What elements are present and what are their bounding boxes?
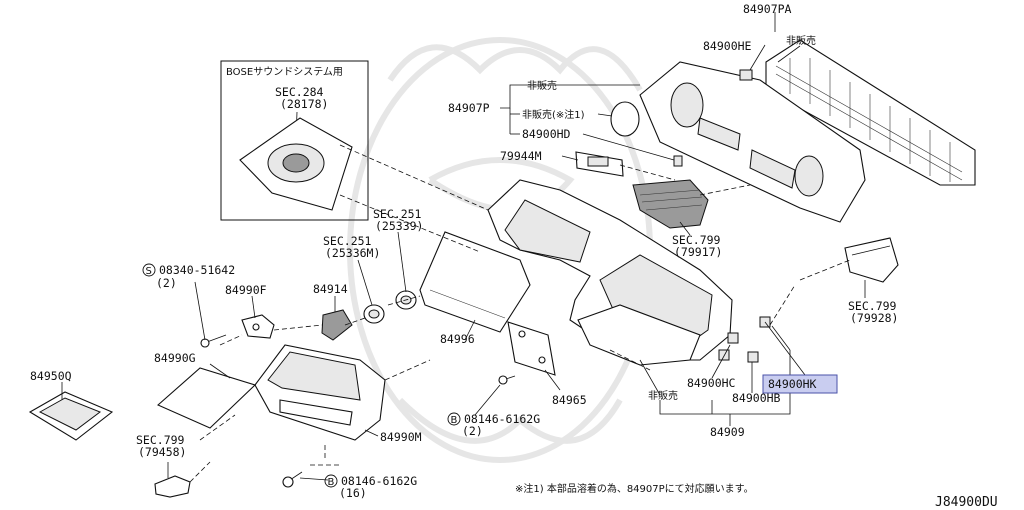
label-bolt-1-qty: (2) — [462, 424, 483, 438]
screw-callout-1: S 08340-51642 (2) — [142, 263, 235, 290]
bracket-84965 — [507, 321, 556, 376]
label-not-sold-b: 非販売 — [648, 389, 678, 402]
highlight-84900HK — [762, 374, 838, 394]
bolt-08146-16 — [282, 471, 303, 488]
label-84909: 84909 — [710, 425, 745, 439]
bolt-callout-2: B 08146-6162G (16) — [324, 474, 417, 500]
vent-79917 — [632, 179, 709, 229]
diagram-code: J84900DU — [935, 495, 998, 510]
label-not-sold-top: 非販売 — [786, 34, 816, 47]
label-sec251-a-sub: (25339) — [375, 219, 423, 233]
label-84900HD: 84900HD — [522, 127, 571, 141]
bose-speaker-cover — [239, 117, 353, 211]
label-84900HC: 84900HC — [687, 376, 736, 390]
label-not-sold-note: 非販売(※注1) — [522, 108, 585, 121]
bolt-symbol-b2: B — [328, 477, 335, 488]
label-84907PA: 84907PA — [743, 2, 792, 16]
inset-title: BOSEサウンドシステム用 — [226, 66, 343, 78]
round-cap — [610, 101, 640, 137]
panel-mask-84909 — [487, 179, 733, 366]
inset-sec-label: SEC.284 — [275, 85, 324, 99]
label-sec799-b: SEC.799 — [848, 299, 897, 313]
label-84990F: 84990F — [225, 283, 267, 297]
knob-25336M — [363, 304, 385, 324]
label-sec799-b-sub: (79928) — [850, 311, 898, 325]
grille-84907PA — [765, 39, 976, 186]
bolt-84965 — [498, 375, 516, 385]
plug-84914 — [321, 309, 353, 341]
bose-inset: BOSEサウンドシステム用 SEC.284 (28178) — [220, 60, 369, 221]
part-79458 — [154, 475, 191, 498]
bolt-callout-1: B 08146-6162G (2) — [447, 412, 540, 438]
label-not-sold-a: 非販売 — [527, 79, 557, 92]
label-84950Q: 84950Q — [30, 369, 72, 383]
label-sec799-a: SEC.799 — [672, 233, 721, 247]
label-84900HK: 84900HK — [768, 377, 817, 391]
footnote: ※注1) 本部品溶着の為、84907Pにて対応願います。 — [515, 482, 754, 495]
box-84990M — [254, 344, 386, 441]
lens-84996 — [419, 231, 531, 333]
clip-84900HE — [739, 69, 753, 81]
part-labels: 84907PA 84900HE 非販売 非販売 84907P 非販売(※注1) … — [30, 2, 898, 500]
label-sec251-a: SEC.251 — [373, 207, 422, 221]
label-84965: 84965 — [552, 393, 587, 407]
label-84900HE: 84900HE — [703, 39, 752, 53]
mat-84990G — [156, 367, 257, 429]
label-84907P: 84907P — [448, 101, 490, 115]
switch-79944M — [575, 151, 624, 177]
screw-symbol-s: S — [146, 266, 152, 277]
leader-lines — [61, 12, 866, 481]
clip-84900HD — [673, 155, 683, 167]
label-sec251-b: SEC.251 — [323, 234, 372, 248]
label-84900HB: 84900HB — [732, 391, 781, 405]
bracket-84990F — [241, 314, 275, 339]
label-84990G: 84990G — [154, 351, 196, 365]
label-84996: 84996 — [440, 332, 475, 346]
inset-sec-sub: (28178) — [280, 97, 328, 111]
label-sec251-b-sub: (25336M) — [325, 246, 380, 260]
label-84990M: 84990M — [380, 430, 422, 444]
label-sec799-c: SEC.799 — [136, 433, 185, 447]
label-bolt-1: 08146-6162G — [464, 412, 540, 426]
label-screw-1: 08340-51642 — [159, 263, 235, 277]
label-sec799-a-sub: (79917) — [674, 245, 722, 259]
cluster-finisher-84907P — [639, 61, 866, 223]
label-screw-1-qty: (2) — [156, 276, 177, 290]
label-sec799-c-sub: (79458) — [138, 445, 186, 459]
tray-84950Q — [28, 391, 114, 441]
screw-08340 — [200, 334, 227, 348]
label-79944M: 79944M — [500, 149, 542, 163]
label-bolt-2: 08146-6162G — [341, 474, 417, 488]
label-84914: 84914 — [313, 282, 348, 296]
bracket-79928 — [844, 237, 899, 283]
bolt-symbol-b1: B — [451, 415, 458, 426]
assembly-dashed-lines — [189, 144, 851, 483]
label-bolt-2-qty: (16) — [339, 486, 367, 500]
